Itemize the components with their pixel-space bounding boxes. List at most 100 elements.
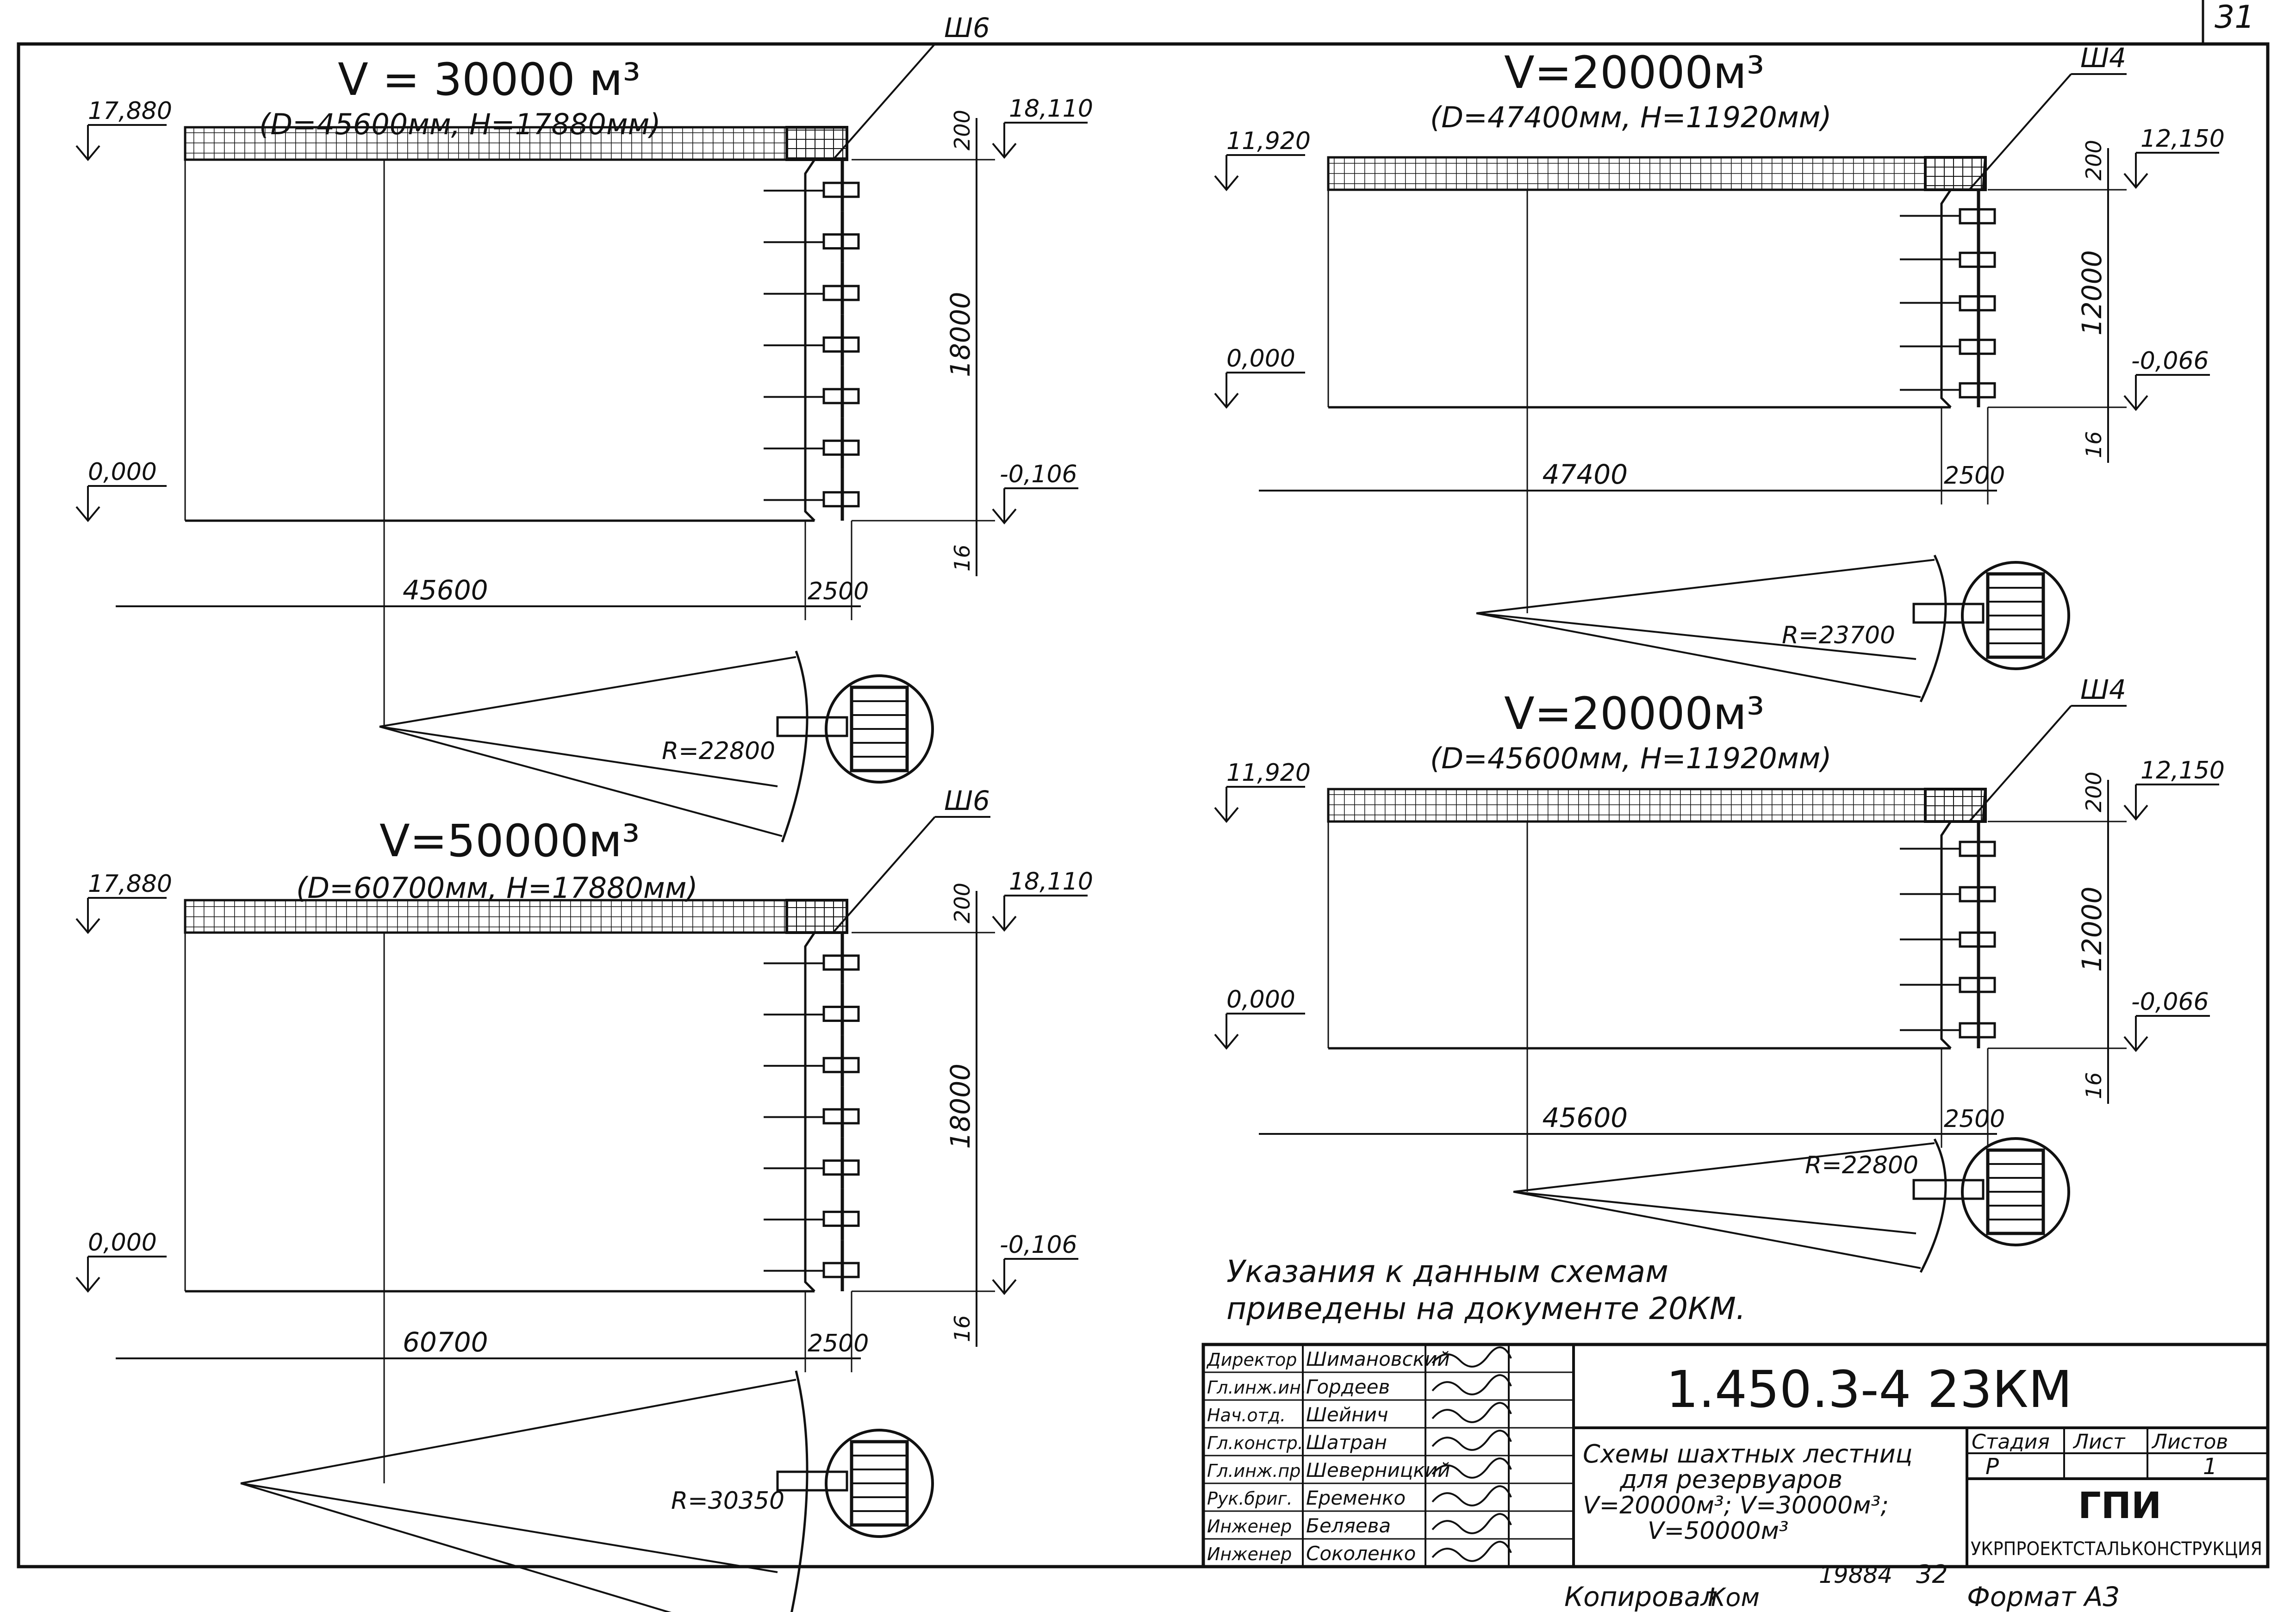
ladder-tie-lug — [841, 491, 860, 508]
base-elevation-mark: 0,000 — [1226, 345, 1295, 373]
ladder-tie-lug — [822, 1210, 844, 1227]
signature-role: Гл.инж.ин. — [1207, 1377, 1307, 1398]
volume-title: V=50000м³ — [380, 815, 640, 867]
title-line-3: V=20000м³; V=30000м³; — [1583, 1492, 1889, 1519]
ladder-leader — [1968, 73, 2072, 191]
ladder-top-mark: 18,110 — [1009, 95, 1093, 123]
order-number: 19884 — [1819, 1562, 1892, 1588]
dim-height: 18000 — [945, 292, 976, 377]
ladder-tie-lug — [822, 1108, 844, 1125]
ladder-tie-lug — [1977, 382, 1996, 398]
ladder-tie-lug — [822, 1262, 844, 1278]
signature-role: Гл.инж.пр. — [1207, 1461, 1306, 1481]
ladder-tie-lug — [841, 1210, 860, 1227]
ladder-bottom-mark: -0,066 — [2131, 988, 2209, 1016]
tank-right-wall — [804, 159, 816, 522]
sheets-label: Листов — [2151, 1430, 2228, 1454]
ladder-tie-lug — [841, 1159, 860, 1176]
roof-deck — [184, 899, 788, 934]
ladder-id: Ш6 — [944, 785, 990, 816]
schemes-layer: V = 30000 м³(D=45600мм, H=17880мм)Ш617,8… — [75, 12, 2225, 1612]
sheet-label: Лист — [2072, 1430, 2126, 1454]
ladder-tie-lug — [822, 181, 844, 198]
wall-elevation-mark-symbol — [1214, 786, 1305, 823]
plan-radius: R=22800 — [662, 737, 775, 765]
dim-diameter: 60700 — [403, 1326, 488, 1358]
sheet-code: 32 — [1916, 1560, 1948, 1589]
doc-code: 1.450.3-4 23КМ — [1666, 1360, 2072, 1419]
base-elevation-mark: 0,000 — [88, 458, 157, 486]
ladder-plan-callout — [825, 674, 934, 784]
ladder-tie-lug — [1959, 886, 1980, 902]
sheets-value: 1 — [2203, 1454, 2217, 1480]
ladder-top-mark-symbol — [992, 895, 1088, 932]
scheme-v20000b: V=20000м³(D=45600мм, H=11920мм)Ш411,9200… — [1214, 674, 2225, 1273]
ladder-tie-lug — [1959, 382, 1980, 398]
ladder-tie-lug — [841, 181, 860, 198]
ladder-tie-lug — [1959, 295, 1980, 311]
note-line-2: приведены на документе 20КМ. — [1226, 1291, 1746, 1326]
dim-top: 200 — [2081, 140, 2106, 180]
plan-sector — [379, 656, 796, 837]
ladder-tie-lug — [822, 1159, 844, 1176]
org-full-name: УКРПРОЕКТСТАЛЬКОНСТРУКЦИЯ — [1971, 1538, 2262, 1560]
ladder-bottom-mark: -0,106 — [1000, 1231, 1077, 1259]
ladder-bottom-mark-symbol — [992, 487, 1078, 525]
ladder-plan-bracket — [1912, 1179, 1985, 1200]
dim-ladder: 2500 — [1944, 1105, 2005, 1133]
signature-name: Гордеев — [1306, 1375, 1390, 1398]
format-label: Формат А3 — [1967, 1581, 2120, 1612]
ladder-tie-lug — [841, 1108, 860, 1125]
base-elevation-mark-symbol — [75, 1256, 167, 1293]
ladder-tie-lug — [841, 1006, 860, 1022]
plan-shell-arc — [781, 650, 809, 843]
dim-bottom: 16 — [950, 1315, 975, 1342]
ladder-tie-lug — [1959, 338, 1980, 355]
handwritten-signature — [1431, 1430, 1512, 1451]
handwritten-signature — [1431, 1346, 1512, 1368]
dim-diameter: 45600 — [1543, 1102, 1628, 1133]
plan-radius: R=22800 — [1805, 1151, 1918, 1179]
title-line-1: Схемы шахтных лестниц — [1583, 1439, 1912, 1469]
radius-line — [1513, 1191, 1916, 1234]
dim-bottom: 16 — [950, 544, 975, 572]
signature-role: Инженер — [1207, 1516, 1292, 1537]
ladder-tie-lug — [1959, 931, 1980, 948]
base-elevation-mark-symbol — [1214, 1013, 1305, 1050]
ladder-top-mark-symbol — [2123, 784, 2219, 821]
ladder-tie-lug — [1959, 208, 1980, 224]
ladder-tie-lug — [822, 1057, 844, 1073]
ladder-tie-lug — [822, 233, 844, 250]
ladder-tie-lug — [841, 1262, 860, 1278]
ladder-tie-lug — [1977, 1022, 1996, 1039]
signature-role: Нач.отд. — [1207, 1405, 1286, 1425]
ladder-tie-lug — [1977, 931, 1996, 948]
dim-height: 12000 — [2076, 250, 2108, 336]
plan-sector — [1476, 559, 1935, 698]
tank-right-wall — [1940, 821, 1952, 1049]
base-elevation-mark: 0,000 — [88, 1229, 157, 1257]
plan-radius: R=30350 — [671, 1487, 784, 1515]
volume-title: V = 30000 м³ — [338, 54, 641, 106]
ladder-tie-lug — [1977, 338, 1996, 355]
ladder-tie-lug — [841, 336, 860, 353]
dim-diameter: 47400 — [1543, 459, 1628, 490]
dim-ladder: 2500 — [808, 1330, 869, 1357]
dim-bottom: 16 — [2081, 431, 2106, 458]
wall-elevation-mark-symbol — [75, 124, 167, 162]
ladder-top-mark-symbol — [2123, 152, 2219, 189]
handwritten-signature — [1431, 1485, 1512, 1506]
ladder-plan-bracket — [776, 1470, 848, 1492]
ladder-id: Ш4 — [2080, 674, 2126, 705]
ladder-id: Ш6 — [944, 12, 990, 44]
plan-radius: R=23700 — [1782, 622, 1895, 649]
ladder-tie-lug — [822, 491, 844, 508]
dim-ladder: 2500 — [808, 578, 869, 605]
handwritten-signature — [1431, 1402, 1512, 1423]
dimensions-caption: (D=45600мм, H=11920мм) — [1430, 741, 1832, 775]
stage-label: Стадия — [1972, 1430, 2050, 1454]
scheme-v50000: V=50000м³(D=60700мм, H=17880мм)Ш617,8800… — [75, 785, 1093, 1612]
dim-bottom: 16 — [2081, 1072, 2106, 1099]
